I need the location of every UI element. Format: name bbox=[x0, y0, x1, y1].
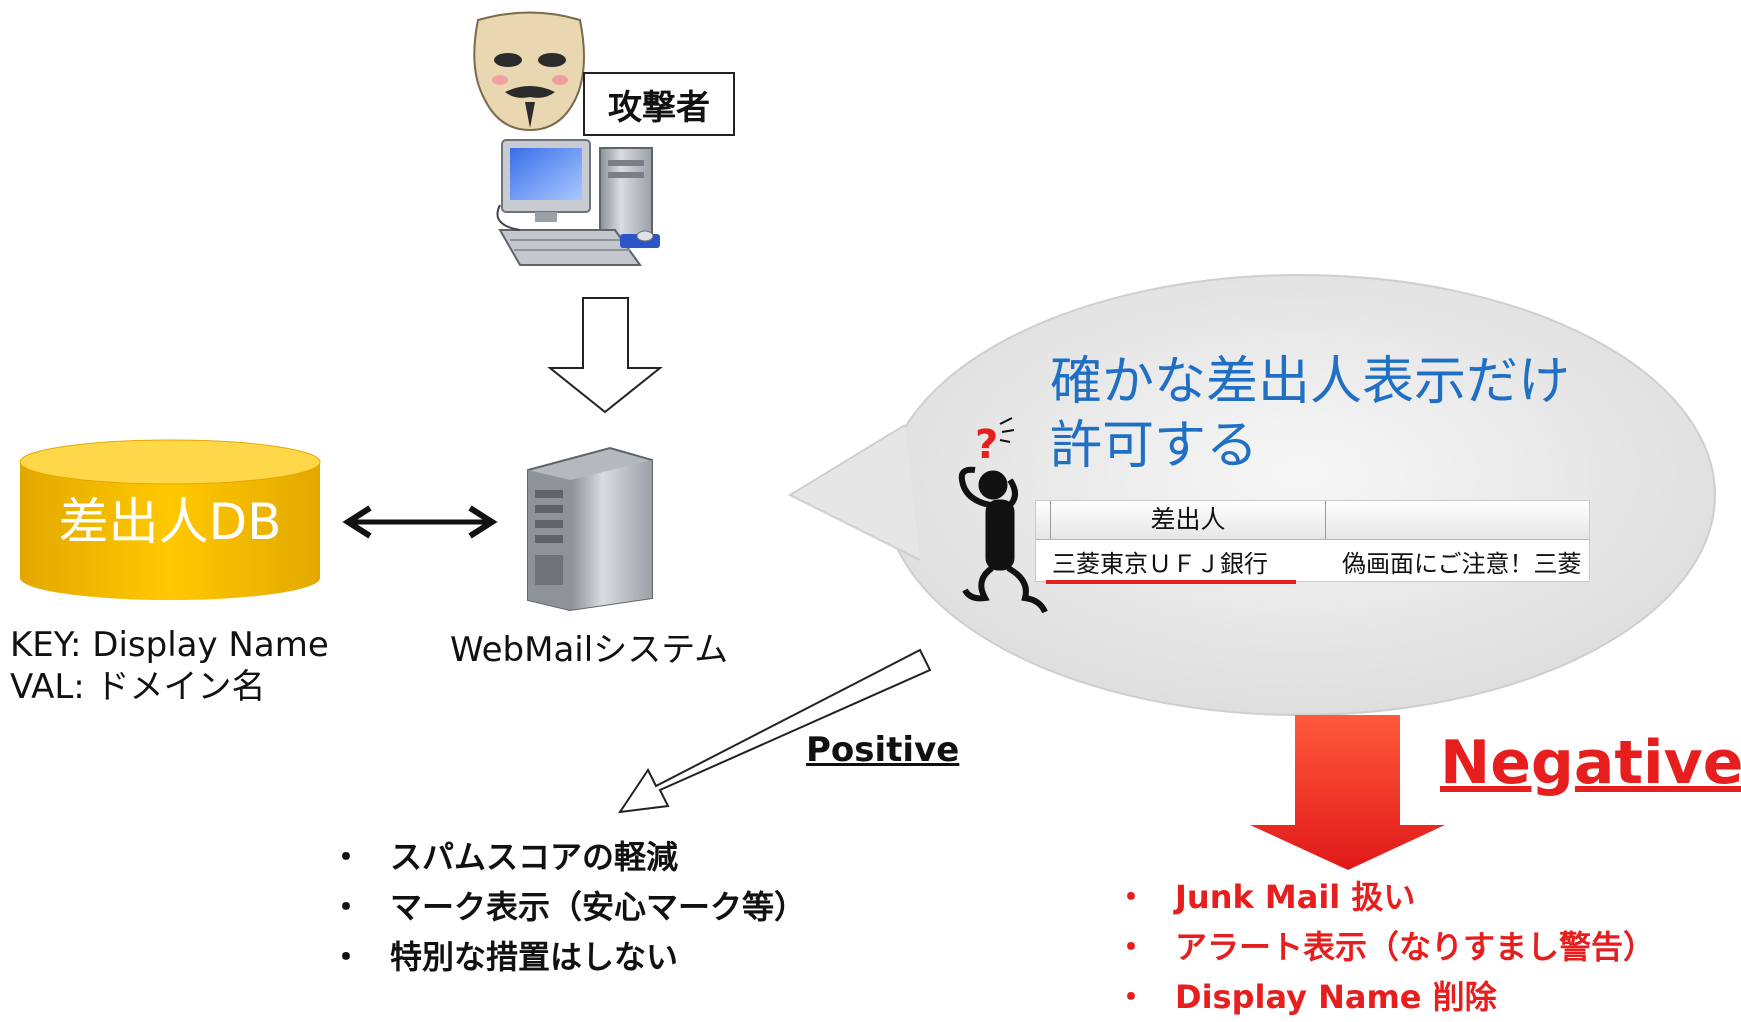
list-item: ・Junk Mail 扱い bbox=[1115, 878, 1416, 916]
computer-icon bbox=[496, 139, 660, 266]
header-spacer bbox=[1036, 501, 1051, 539]
mail-subject: 偽画面にご注意！三菱 bbox=[1342, 549, 1582, 578]
bidirectional-arrow bbox=[342, 505, 498, 539]
mail-list-snippet: 差出人 三菱東京ＵＦＪ銀行 偽画面にご注意！三菱 bbox=[1035, 500, 1590, 582]
bubble-text: 確かな差出人表示だけ 許可する bbox=[1050, 350, 1610, 478]
db-description: KEY: Display Name VAL: ドメイン名 bbox=[10, 624, 329, 708]
header-sender: 差出人 bbox=[1051, 501, 1326, 539]
confused-person-icon: ? bbox=[958, 417, 1048, 614]
negative-label: Negative bbox=[1440, 728, 1741, 798]
db-val-line: VAL: ドメイン名 bbox=[10, 667, 266, 707]
svg-text:?: ? bbox=[975, 422, 998, 468]
list-item: ・Display Name 削除 bbox=[1115, 978, 1497, 1016]
negative-arrow bbox=[1250, 715, 1445, 870]
server-label: WebMailシステム bbox=[450, 630, 729, 670]
bubble-line-2: 許可する bbox=[1050, 416, 1259, 476]
header-subject bbox=[1326, 501, 1589, 539]
sender-highlight-underline bbox=[1046, 580, 1296, 584]
list-item: ・スパムスコアの軽減 bbox=[330, 838, 679, 876]
positive-label: Positive bbox=[806, 730, 960, 770]
positive-arrow bbox=[617, 648, 932, 814]
speech-bubble bbox=[787, 274, 1716, 716]
list-item: ・マーク表示（安心マーク等） bbox=[330, 888, 807, 926]
mail-list-header: 差出人 bbox=[1036, 501, 1589, 540]
positive-list: ・スパムスコアの軽減 ・マーク表示（安心マーク等） ・特別な措置はしない bbox=[330, 832, 806, 982]
bubble-line-1: 確かな差出人表示だけ bbox=[1050, 352, 1571, 412]
negative-list: ・Junk Mail 扱い ・アラート表示（なりすまし警告） ・Display … bbox=[1115, 872, 1655, 1022]
db-key-line: KEY: Display Name bbox=[10, 625, 329, 665]
database-icon bbox=[19, 439, 321, 600]
mail-sender: 三菱東京ＵＦＪ銀行 bbox=[1052, 549, 1268, 578]
attacker-label: 攻撃者 bbox=[583, 72, 735, 136]
list-item: ・特別な措置はしない bbox=[330, 938, 679, 976]
server-icon bbox=[527, 446, 653, 612]
down-arrow bbox=[547, 297, 663, 414]
list-item: ・アラート表示（なりすまし警告） bbox=[1115, 928, 1656, 966]
db-label: 差出人DB bbox=[58, 493, 282, 551]
mask-icon bbox=[473, 11, 585, 132]
mail-row: 三菱東京ＵＦＪ銀行 偽画面にご注意！三菱 bbox=[1036, 540, 1589, 581]
